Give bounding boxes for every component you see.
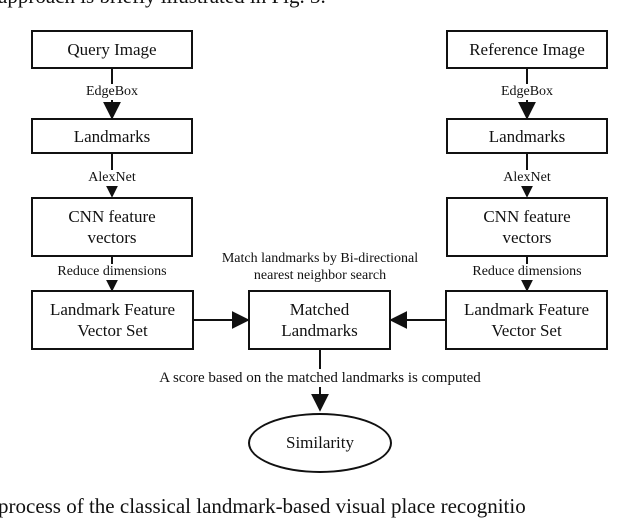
alexnet-label-left: AlexNet xyxy=(88,170,136,186)
reduce-dimensions-label-right: Reduce dimensions xyxy=(472,264,582,280)
landmark-feature-line1-right: Landmark Feature xyxy=(463,300,590,319)
edgebox-label-left: EdgeBox xyxy=(85,84,139,100)
landmark-feature-line1-left: Landmark Feature xyxy=(49,300,176,319)
cnn-feature-box-right: CNN feature vectors xyxy=(446,197,608,257)
landmark-feature-box-left: Landmark Feature Vector Set xyxy=(31,290,194,350)
cnn-feature-line2-right: vectors xyxy=(502,228,552,247)
similarity-label: Similarity xyxy=(286,433,354,452)
matched-line2: Landmarks xyxy=(281,321,358,340)
caption-top-fragment: approach is briefly illustrated in Fig. … xyxy=(0,0,326,9)
reduce-dimensions-label-left: Reduce dimensions xyxy=(57,264,167,280)
alexnet-label-right: AlexNet xyxy=(503,170,551,186)
reference-image-label: Reference Image xyxy=(469,40,585,59)
caption-bottom-fragment: process of the classical landmark-based … xyxy=(0,494,526,518)
cnn-feature-box-left: CNN feature vectors xyxy=(31,197,193,257)
similarity-ellipse: Similarity xyxy=(248,413,392,473)
cnn-feature-line1-right: CNN feature xyxy=(483,207,571,226)
landmarks-label-left: Landmarks xyxy=(73,126,151,146)
landmark-feature-line2-right: Vector Set xyxy=(491,321,562,340)
match-method-label: Match landmarks by Bi-directional neares… xyxy=(222,250,418,284)
matched-line1: Matched xyxy=(289,300,350,319)
score-label: A score based on the matched landmarks i… xyxy=(159,369,481,387)
match-method-line2: nearest neighbor search xyxy=(253,268,387,283)
match-method-line1: Match landmarks by Bi-directional xyxy=(221,251,419,266)
landmarks-box-left: Landmarks xyxy=(31,118,193,154)
landmarks-label-right: Landmarks xyxy=(488,126,566,146)
reference-image-box: Reference Image xyxy=(446,30,608,69)
cnn-feature-line1-left: CNN feature xyxy=(68,207,156,226)
query-image-label: Query Image xyxy=(67,40,157,59)
landmark-feature-box-right: Landmark Feature Vector Set xyxy=(445,290,608,350)
edgebox-label-right: EdgeBox xyxy=(500,84,554,100)
matched-landmarks-box: Matched Landmarks xyxy=(248,290,391,350)
landmark-feature-line2-left: Vector Set xyxy=(77,321,148,340)
landmarks-box-right: Landmarks xyxy=(446,118,608,154)
query-image-box: Query Image xyxy=(31,30,193,69)
cnn-feature-line2-left: vectors xyxy=(87,228,137,247)
